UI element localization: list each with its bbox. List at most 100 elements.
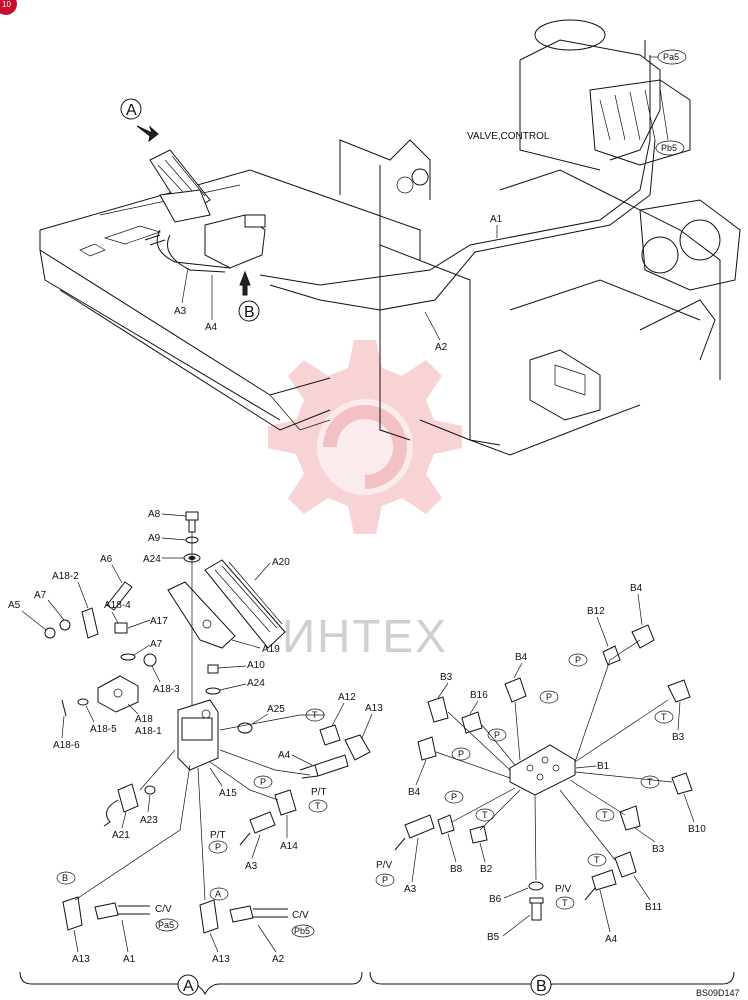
label-a5: A5 [8,600,21,611]
hose-a4-label: A4 [205,322,218,333]
label-a10: A10 [247,660,265,671]
hose-a2-label: A2 [435,342,448,353]
label-cv-left: C/V [155,904,172,915]
label-a17: A17 [150,616,168,627]
label-a18-6: A18-6 [53,740,80,751]
label-a3: A3 [245,861,258,872]
tag-a-t2: T [315,801,321,811]
label-a18-1: A18-1 [135,726,162,737]
tag-b-pv-p: P [382,875,388,885]
control-valve-label: VALVE,CONTROL [467,131,550,142]
tag-b-t4: T [602,810,608,820]
label-a7-top: A7 [34,590,47,601]
label-b10: B10 [688,824,706,835]
tag-a-pa5: Pa5 [158,920,174,930]
tag-a-p2: P [215,842,221,852]
label-a18: A18 [135,714,153,725]
detail-b-exploded-view [394,624,693,921]
label-a24-mid: A24 [247,678,265,689]
tag-b-p5: P [451,792,457,802]
detail-b-labels: B4 B12 B4 B3 B16 B3 B1 B4 B10 B3 P/V A3 … [375,583,706,945]
label-a18-3: A18-3 [153,684,180,695]
label-a6: A6 [100,554,113,565]
label-a4-b: A4 [605,934,618,945]
tag-a-a: A [215,889,221,899]
tag-b-t3: T [482,810,488,820]
label-pt-right: P/T [311,787,327,798]
pb5-port-label: Pb5 [661,143,677,153]
watermark-text: ИНТЕХ [282,610,448,662]
detail-a-labels: A8 A9 A24 A20 A6 A18-2 A7 A5 A18-4 A17 A… [8,509,383,965]
tag-b-t1: T [661,712,667,722]
overview-illustration [39,19,741,456]
label-b11: B11 [645,902,662,913]
label-b16: B16 [470,690,488,701]
label-b3-left: B3 [440,672,453,683]
pa5-port-label: Pa5 [663,52,679,62]
label-b6: B6 [489,894,502,905]
tag-b-p2: P [546,692,552,702]
label-pv-left: P/V [376,860,392,871]
hose-a3-label: A3 [174,306,187,317]
label-a14: A14 [280,841,298,852]
label-a8: A8 [148,509,161,520]
view-b-callout [238,300,260,322]
tag-b-t2: T [647,777,653,787]
tag-b-p1: P [575,655,581,665]
page-corner-marker: 10 [0,0,17,15]
label-b5: B5 [487,932,500,943]
watermark-gear-logo [268,340,462,534]
label-b3-right: B3 [672,732,685,743]
label-b4-top: B4 [630,583,643,594]
label-cv-right: C/V [292,910,309,921]
label-a7-mid: A7 [150,639,163,650]
tag-b-t5: T [594,855,600,865]
label-a20: A20 [272,557,290,568]
tag-b-t6: T [562,898,568,908]
overview-labels: A B VALVE,CONTROL Pa5 Pb5 A1 A2 A3 A4 [120,49,687,353]
section-brackets: A B [19,971,735,996]
label-a13-left: A13 [72,954,90,965]
label-b1: B1 [597,761,610,772]
label-b2: B2 [480,864,493,875]
label-a18-4: A18-4 [104,600,131,611]
label-a18-2: A18-2 [52,571,79,582]
view-a-label: A [126,102,137,119]
hose-a1-label: A1 [490,214,503,225]
label-a9: A9 [148,533,161,544]
label-a23: A23 [140,815,158,826]
label-a21: A21 [112,830,130,841]
section-label-b: B [536,978,547,995]
view-a-callout [120,98,142,120]
label-a15: A15 [219,788,237,799]
label-b4-left: B4 [515,652,528,663]
tag-a-t1: T [312,710,318,720]
label-a1: A1 [123,954,136,965]
tag-a-p1: P [260,777,266,787]
section-label-a: A [183,978,194,995]
label-b8: B8 [450,864,463,875]
label-a13-mid: A13 [212,954,230,965]
view-b-label: B [244,304,255,321]
label-b4-low: B4 [408,787,421,798]
label-a19: A19 [262,644,280,655]
label-a4: A4 [278,750,291,761]
label-a13-top: A13 [365,703,383,714]
label-pv-right: P/V [555,884,571,895]
label-pt-left: P/T [210,830,226,841]
label-a25: A25 [267,704,285,715]
tag-b-p4: P [458,749,464,759]
tag-a-pb5: Pb5 [294,926,310,936]
label-a2: A2 [272,954,285,965]
figure-code: BS09D147 [696,988,740,998]
label-b3-low: B3 [652,844,665,855]
detail-a-exploded-view [44,511,371,934]
label-b12: B12 [587,606,605,617]
tag-b-p3: P [494,730,500,740]
page-corner-number: 10 [2,0,11,9]
label-a12: A12 [338,692,356,703]
label-a3-b: A3 [404,884,417,895]
label-a18-5: A18-5 [90,724,117,735]
tag-a-b: B [62,873,68,883]
